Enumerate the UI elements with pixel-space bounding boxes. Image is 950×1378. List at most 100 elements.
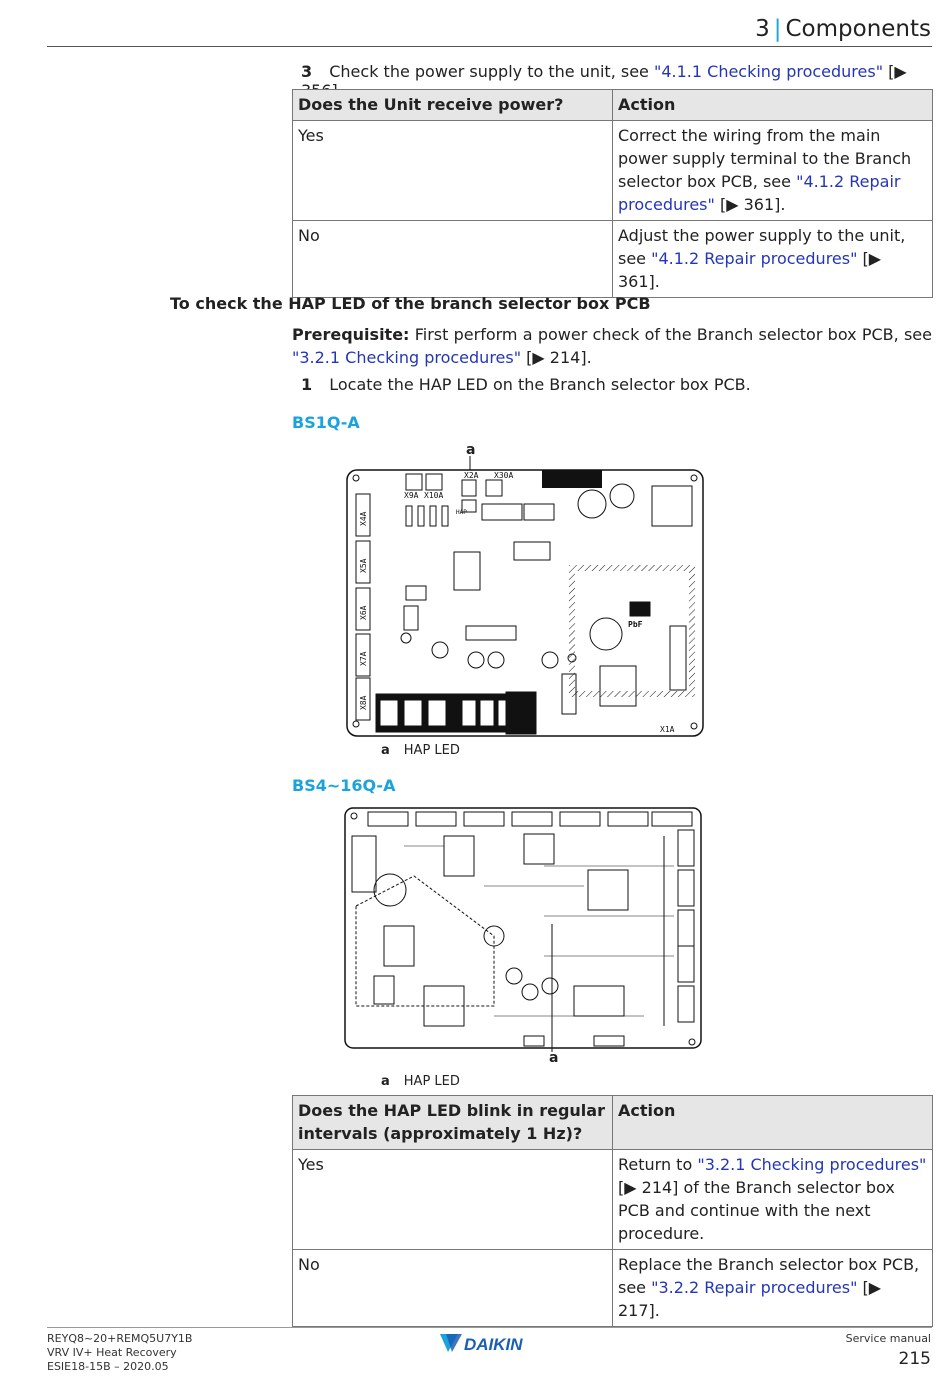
chapter-separator: | <box>773 16 782 42</box>
power-check-table: Does the Unit receive power? Action Yes … <box>292 89 933 298</box>
condition-cell: Yes <box>292 1149 613 1250</box>
step-3-link[interactable]: "4.1.1 Checking procedures" <box>653 62 884 81</box>
step-1-text: Locate the HAP LED on the Branch selecto… <box>329 375 751 394</box>
table-header-row: Does the Unit receive power? Action <box>292 89 933 121</box>
logo-mark <box>446 1334 462 1352</box>
board-label: X9A <box>404 491 419 500</box>
mount-hole <box>352 474 360 482</box>
prerequisite-ref: [▶ 214]. <box>521 348 592 367</box>
prerequisite-link[interactable]: "3.2.1 Checking procedures" <box>292 348 522 367</box>
logo-wordmark: DAIKIN <box>464 1335 523 1354</box>
column-header: Action <box>612 1095 933 1150</box>
condition-cell: No <box>292 1249 613 1327</box>
footer-doc-id: ESIE18-15B – 2020.05 <box>47 1360 169 1373</box>
table-row: Yes Correct the wiring from the main pow… <box>292 120 933 221</box>
mid-components <box>400 585 577 669</box>
connector-label: X8A <box>359 695 368 710</box>
chapter-number: 3 <box>755 16 770 42</box>
legend-key: a <box>381 1074 390 1089</box>
table-header-row: Does the HAP LED blink in regular interv… <box>292 1095 933 1150</box>
condition-cell: No <box>292 220 613 298</box>
connector-label: X4A <box>359 511 368 526</box>
action-text: Correct the wiring from the main power s… <box>618 126 912 191</box>
power-components <box>561 601 687 715</box>
hap-led-table: Does the HAP LED blink in regular interv… <box>292 1095 933 1327</box>
footer-doc-type: Service manual <box>845 1332 931 1345</box>
section-heading: To check the HAP LED of the branch selec… <box>170 294 651 313</box>
board-components <box>351 833 665 1047</box>
footer-document-info: REYQ8~20+REMQ5U7Y1B VRV IV+ Heat Recover… <box>47 1332 192 1374</box>
action-ref: [▶ 217]. <box>618 1278 882 1320</box>
action-text: Replace the Branch selector box PCB, see <box>618 1255 920 1297</box>
top-connectors <box>367 811 693 827</box>
figure-2-legend: a HAP LED <box>381 1074 460 1089</box>
action-cell: Replace the Branch selector box PCB, see… <box>612 1249 933 1327</box>
mount-hole <box>352 720 360 728</box>
prerequisite-label: Prerequisite: <box>292 325 410 344</box>
pcb-outline <box>344 807 702 1049</box>
left-connectors <box>355 493 371 721</box>
terminal-blocks <box>375 691 537 735</box>
connector-label: X6A <box>359 605 368 620</box>
connector-label: X7A <box>359 651 368 666</box>
board-label: X2A <box>464 471 479 480</box>
action-text: Return to <box>618 1155 698 1174</box>
figure-1-legend: a HAP LED <box>381 743 460 758</box>
page-number: 215 <box>898 1349 931 1369</box>
pcb-outline <box>346 469 704 737</box>
table-row: No Adjust the power supply to the unit, … <box>292 220 933 298</box>
action-text: Adjust the power supply to the unit, see <box>618 226 906 268</box>
bs4-16q-pcb-diagram <box>344 807 702 1052</box>
board-label: X30A <box>494 471 513 480</box>
figure-1-callout: a <box>466 442 476 458</box>
footer-model: REYQ8~20+REMQ5U7Y1B <box>47 1332 193 1345</box>
column-header: Does the Unit receive power? <box>292 89 613 121</box>
action-link[interactable]: "3.2.2 Repair procedures" <box>651 1278 858 1297</box>
action-cell: Adjust the power supply to the unit, see… <box>612 220 933 298</box>
action-link[interactable]: "4.1.2 Repair procedures" <box>651 249 858 268</box>
footer-rule <box>47 1327 932 1328</box>
daikin-logo: DAIKIN <box>440 1334 523 1354</box>
action-ref: [▶ 214] of the Branch selector box PCB a… <box>618 1178 895 1243</box>
prerequisite-paragraph: Prerequisite: First perform a power chec… <box>292 323 932 369</box>
step-3-text: Check the power supply to the unit, see <box>329 62 654 81</box>
top-components <box>405 473 693 591</box>
legend-text: HAP LED <box>403 743 460 758</box>
mount-hole <box>350 812 358 820</box>
mount-hole <box>688 1038 696 1046</box>
table-row: Yes Return to "3.2.1 Checking procedures… <box>292 1149 933 1250</box>
chapter-header: 3|Components <box>755 16 931 42</box>
connector-label: X5A <box>359 558 368 573</box>
step-1: 1 Locate the HAP LED on the Branch selec… <box>301 375 751 394</box>
legend-key: a <box>381 743 390 758</box>
action-cell: Correct the wiring from the main power s… <box>612 120 933 221</box>
column-header: Action <box>612 89 933 121</box>
figure-2-callout: a <box>549 1050 559 1066</box>
legend-text: HAP LED <box>403 1074 460 1089</box>
action-cell: Return to "3.2.1 Checking procedures" [▶… <box>612 1149 933 1250</box>
action-ref: [▶ 361]. <box>618 249 882 291</box>
action-link[interactable]: "3.2.1 Checking procedures" <box>697 1155 927 1174</box>
condition-cell: Yes <box>292 120 613 221</box>
mount-hole <box>690 722 698 730</box>
header-rule <box>47 46 932 47</box>
chapter-title: Components <box>785 16 931 42</box>
step-3-number: 3 <box>301 62 313 81</box>
board-label: PbF <box>628 620 643 629</box>
table-row: No Replace the Branch selector box PCB, … <box>292 1249 933 1327</box>
footer-product: VRV IV+ Heat Recovery <box>47 1346 177 1359</box>
column-header: Does the HAP LED blink in regular interv… <box>292 1095 613 1150</box>
bs1q-pcb-diagram: X4A X5A X6A X7A X8A X9A X10A X2A X30A X1… <box>346 456 704 737</box>
action-ref: [▶ 361]. <box>714 195 786 214</box>
board-label: X1A <box>660 725 675 734</box>
mount-hole <box>690 474 698 482</box>
prerequisite-text: First perform a power check of the Branc… <box>409 325 932 344</box>
figure-2-model: BS4~16Q-A <box>292 776 396 795</box>
label-block <box>542 470 602 488</box>
figure-1-model: BS1Q-A <box>292 413 360 432</box>
high-voltage-zone <box>569 565 695 697</box>
trace-pattern <box>404 845 674 1017</box>
right-connectors <box>677 829 695 1023</box>
step-1-number: 1 <box>301 375 313 394</box>
action-link[interactable]: "4.1.2 Repair procedures" <box>618 172 901 214</box>
